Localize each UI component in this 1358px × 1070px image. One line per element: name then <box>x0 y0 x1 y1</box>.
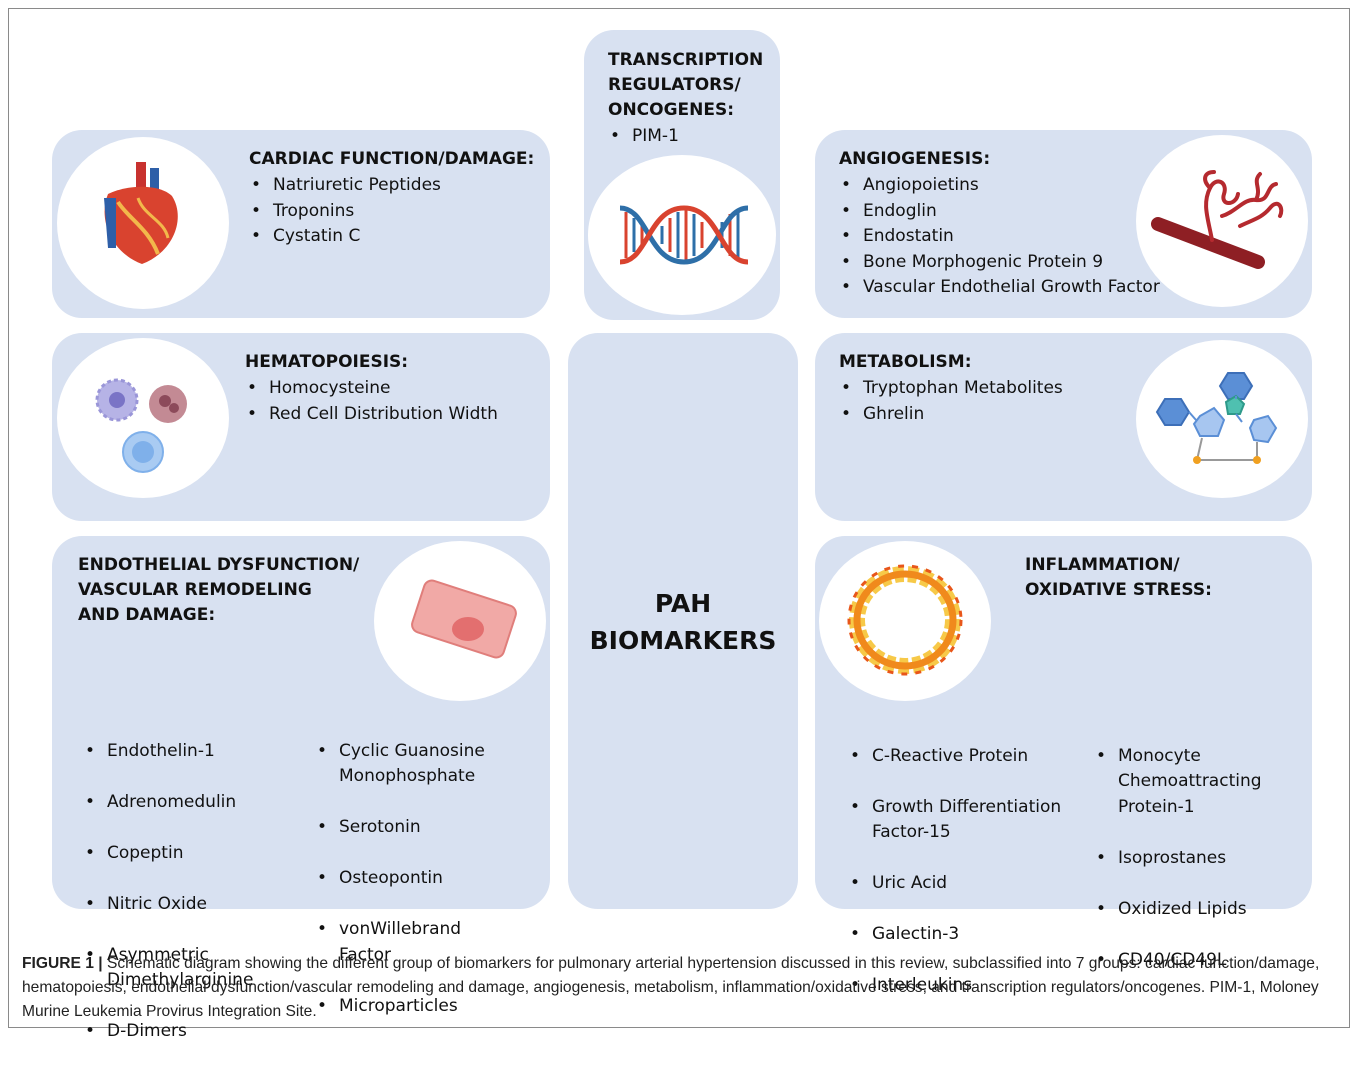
list-item: Serotonin <box>315 815 485 841</box>
molecule-icon <box>1155 372 1278 464</box>
list-item: Isoprostanes <box>1094 846 1262 872</box>
list-item: Troponins <box>249 199 441 225</box>
blood-cells-icon <box>95 378 187 473</box>
list-item: C-Reactive Protein <box>848 744 1061 770</box>
cardiac-title: CARDIAC FUNCTION/DAMAGE: <box>249 149 535 169</box>
list-item: Adrenomedulin <box>83 790 253 816</box>
inflammation-list-right: Monocyte Chemoattracting Protein-1 Isopr… <box>1094 718 1262 999</box>
transcription-list: PIM-1 <box>608 124 679 150</box>
list-item: Monocyte Chemoattracting Protein-1 <box>1094 744 1262 821</box>
heart-icon <box>104 162 178 264</box>
list-item: Microparticles <box>315 994 485 1020</box>
list-item: Red Cell Distribution Width <box>245 402 498 428</box>
caption-label: FIGURE 1 | <box>22 955 103 972</box>
figure-frame <box>8 8 1350 1028</box>
list-item: Interleukins <box>848 973 1061 999</box>
angiogenesis-title: ANGIOGENESIS: <box>839 149 991 169</box>
list-item: Cystatin C <box>249 224 441 250</box>
list-item: Endoglin <box>839 199 1160 225</box>
list-item: Angiopoietins <box>839 173 1160 199</box>
list-item: Uric Acid <box>848 871 1061 897</box>
metabolism-list: Tryptophan Metabolites Ghrelin <box>839 376 1063 427</box>
fire-ring-icon <box>847 564 963 676</box>
list-item: Copeptin <box>83 841 253 867</box>
endothelial-title: ENDOTHELIAL DYSFUNCTION/ VASCULAR REMODE… <box>78 555 360 625</box>
list-item: Ghrelin <box>839 402 1063 428</box>
list-item: Vascular Endothelial Growth Factor <box>839 275 1160 301</box>
list-item: Nitric Oxide <box>83 892 253 918</box>
cardiac-list: Natriuretic Peptides Troponins Cystatin … <box>249 173 441 250</box>
dna-icon <box>619 205 749 265</box>
list-item: Asymmetric Dimethylarginine <box>83 943 253 994</box>
hematopoiesis-list: Homocysteine Red Cell Distribution Width <box>245 376 498 427</box>
list-item: vonWillebrand Factor <box>315 917 485 968</box>
transcription-title: TRANSCRIPTION REGULATORS/ ONCOGENES: <box>608 50 764 120</box>
transcription-icon-circle <box>588 155 776 315</box>
list-item: Growth Differentiation Factor-15 <box>848 795 1061 846</box>
list-item: Homocysteine <box>245 376 498 402</box>
list-item: Endothelin-1 <box>83 739 253 765</box>
caption-text: Schematic diagram showing the different … <box>22 955 1320 1020</box>
list-item: Natriuretic Peptides <box>249 173 441 199</box>
list-item: PIM-1 <box>608 124 679 150</box>
inflammation-list-left: C-Reactive Protein Growth Differentiatio… <box>848 718 1061 1024</box>
center-title: PAH BIOMARKERS <box>589 589 777 655</box>
list-item: Oxidized Lipids <box>1094 897 1262 923</box>
inflammation-title: INFLAMMATION/ OXIDATIVE STRESS: <box>1025 555 1212 600</box>
list-item: Osteopontin <box>315 866 485 892</box>
list-item: Tryptophan Metabolites <box>839 376 1063 402</box>
center-panel <box>568 333 798 909</box>
metabolism-title: METABOLISM: <box>839 352 972 372</box>
angiogenesis-list: Angiopoietins Endoglin Endostatin Bone M… <box>839 173 1160 301</box>
list-item: Cyclic Guanosine Monophosphate <box>315 739 485 790</box>
figure-caption: FIGURE 1 | Schematic diagram showing the… <box>22 952 1334 1024</box>
list-item: Bone Morphogenic Protein 9 <box>839 250 1160 276</box>
list-item: Galectin-3 <box>848 922 1061 948</box>
endothelial-list-right: Cyclic Guanosine Monophosphate Serotonin… <box>315 713 485 1045</box>
hematopoiesis-title: HEMATOPOIESIS: <box>245 352 409 372</box>
list-item: Endostatin <box>839 224 1160 250</box>
endothelial-cell-icon <box>411 579 517 659</box>
list-item: CD40/CD49L <box>1094 948 1262 974</box>
blood-vessel-icon <box>1151 170 1284 269</box>
